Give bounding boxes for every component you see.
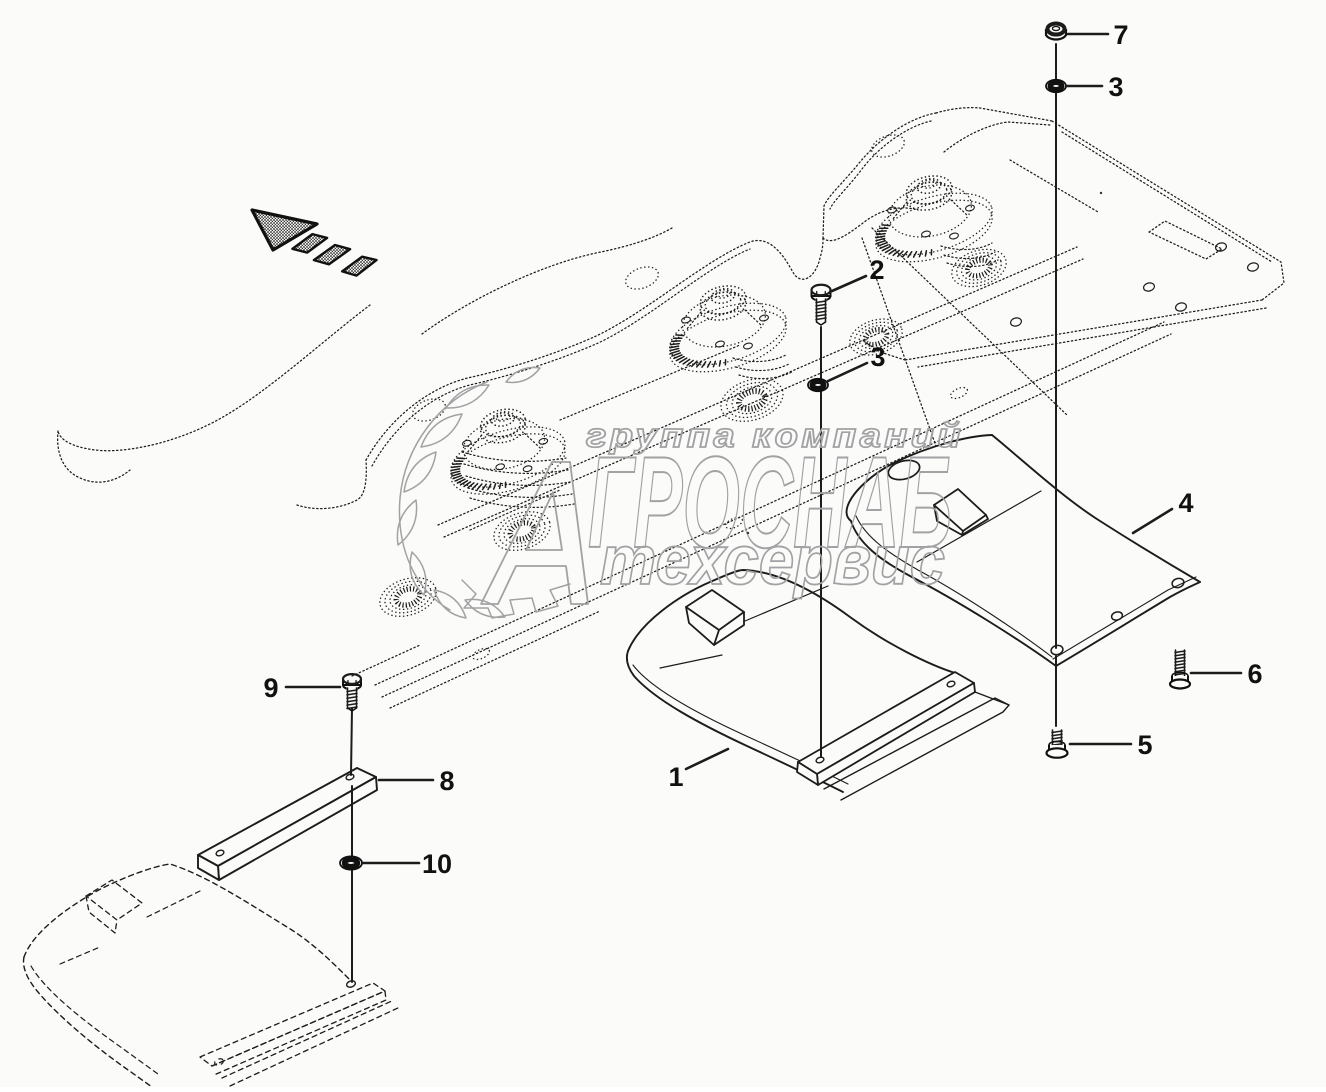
svg-text:10: 10 [422, 849, 452, 879]
svg-text:1: 1 [668, 762, 683, 792]
svg-text:3: 3 [1108, 72, 1123, 102]
svg-text:7: 7 [1113, 20, 1128, 50]
svg-text:4: 4 [1178, 488, 1193, 518]
svg-text:техсервис: техсервис [600, 521, 945, 599]
svg-text:6: 6 [1247, 659, 1262, 689]
svg-text:9: 9 [263, 673, 278, 703]
svg-text:2: 2 [869, 255, 884, 285]
svg-text:3: 3 [870, 342, 885, 372]
svg-text:5: 5 [1137, 730, 1152, 760]
svg-text:8: 8 [439, 766, 454, 796]
